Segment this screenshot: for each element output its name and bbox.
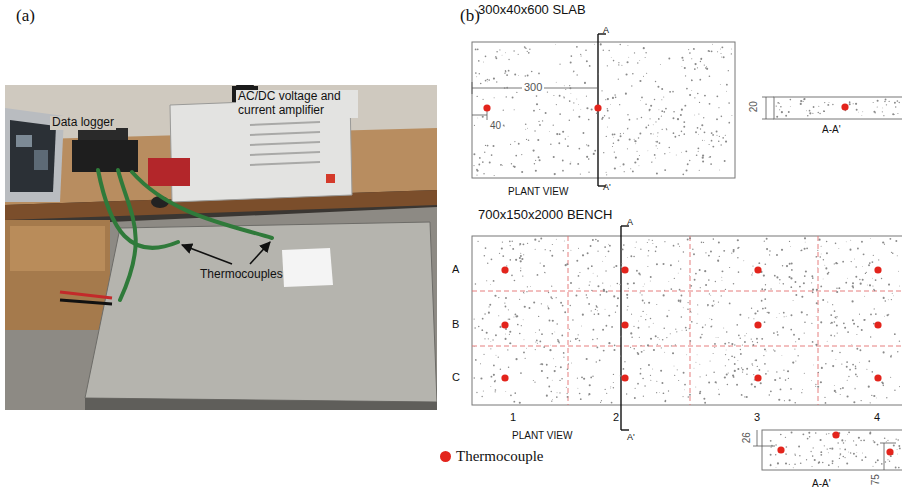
- slab-drawing: [472, 34, 902, 186]
- column-label: 2: [613, 411, 619, 424]
- bench-drawing: [472, 226, 902, 470]
- legend-entry: Thermocouple: [440, 448, 543, 465]
- thermocouple-dots: [483, 103, 893, 455]
- dimension: 26: [741, 432, 753, 443]
- column-label: 1: [510, 411, 516, 424]
- dimension: 300: [522, 81, 544, 94]
- section-mark: A: [603, 25, 609, 35]
- dimension: 20: [748, 101, 760, 112]
- view-caption: PLANT VIEW: [508, 186, 568, 198]
- row-label: B: [452, 318, 459, 331]
- row-label: C: [452, 371, 460, 384]
- section-mark: A: [627, 217, 633, 227]
- column-label: 3: [754, 411, 760, 424]
- lab-photo: [5, 85, 437, 410]
- column-label: 4: [874, 411, 880, 424]
- legend-text: Thermocouple: [456, 448, 543, 465]
- row-label: A: [452, 263, 459, 276]
- section-mark: A': [627, 432, 635, 442]
- view-caption: A-A': [812, 478, 831, 490]
- photo-label: AC/DC voltage and current amplifier: [236, 90, 358, 118]
- photo-label: Thermocouples: [200, 268, 283, 282]
- view-title: 300x40x600 SLAB: [478, 3, 586, 18]
- legend-swatch: [440, 451, 451, 462]
- dimension: 75: [870, 474, 882, 485]
- view-caption: PLANT VIEW: [512, 430, 572, 442]
- view-title: 700x150x2000 BENCH: [478, 208, 612, 223]
- panel-letter: (a): [16, 6, 35, 26]
- section-mark: A': [603, 182, 611, 192]
- view-caption: A-A': [822, 124, 841, 136]
- dimension: 40: [490, 120, 501, 132]
- concrete-texture: [473, 43, 900, 468]
- panel-letter: (b): [460, 6, 480, 26]
- photo-label: Data logger: [50, 116, 116, 130]
